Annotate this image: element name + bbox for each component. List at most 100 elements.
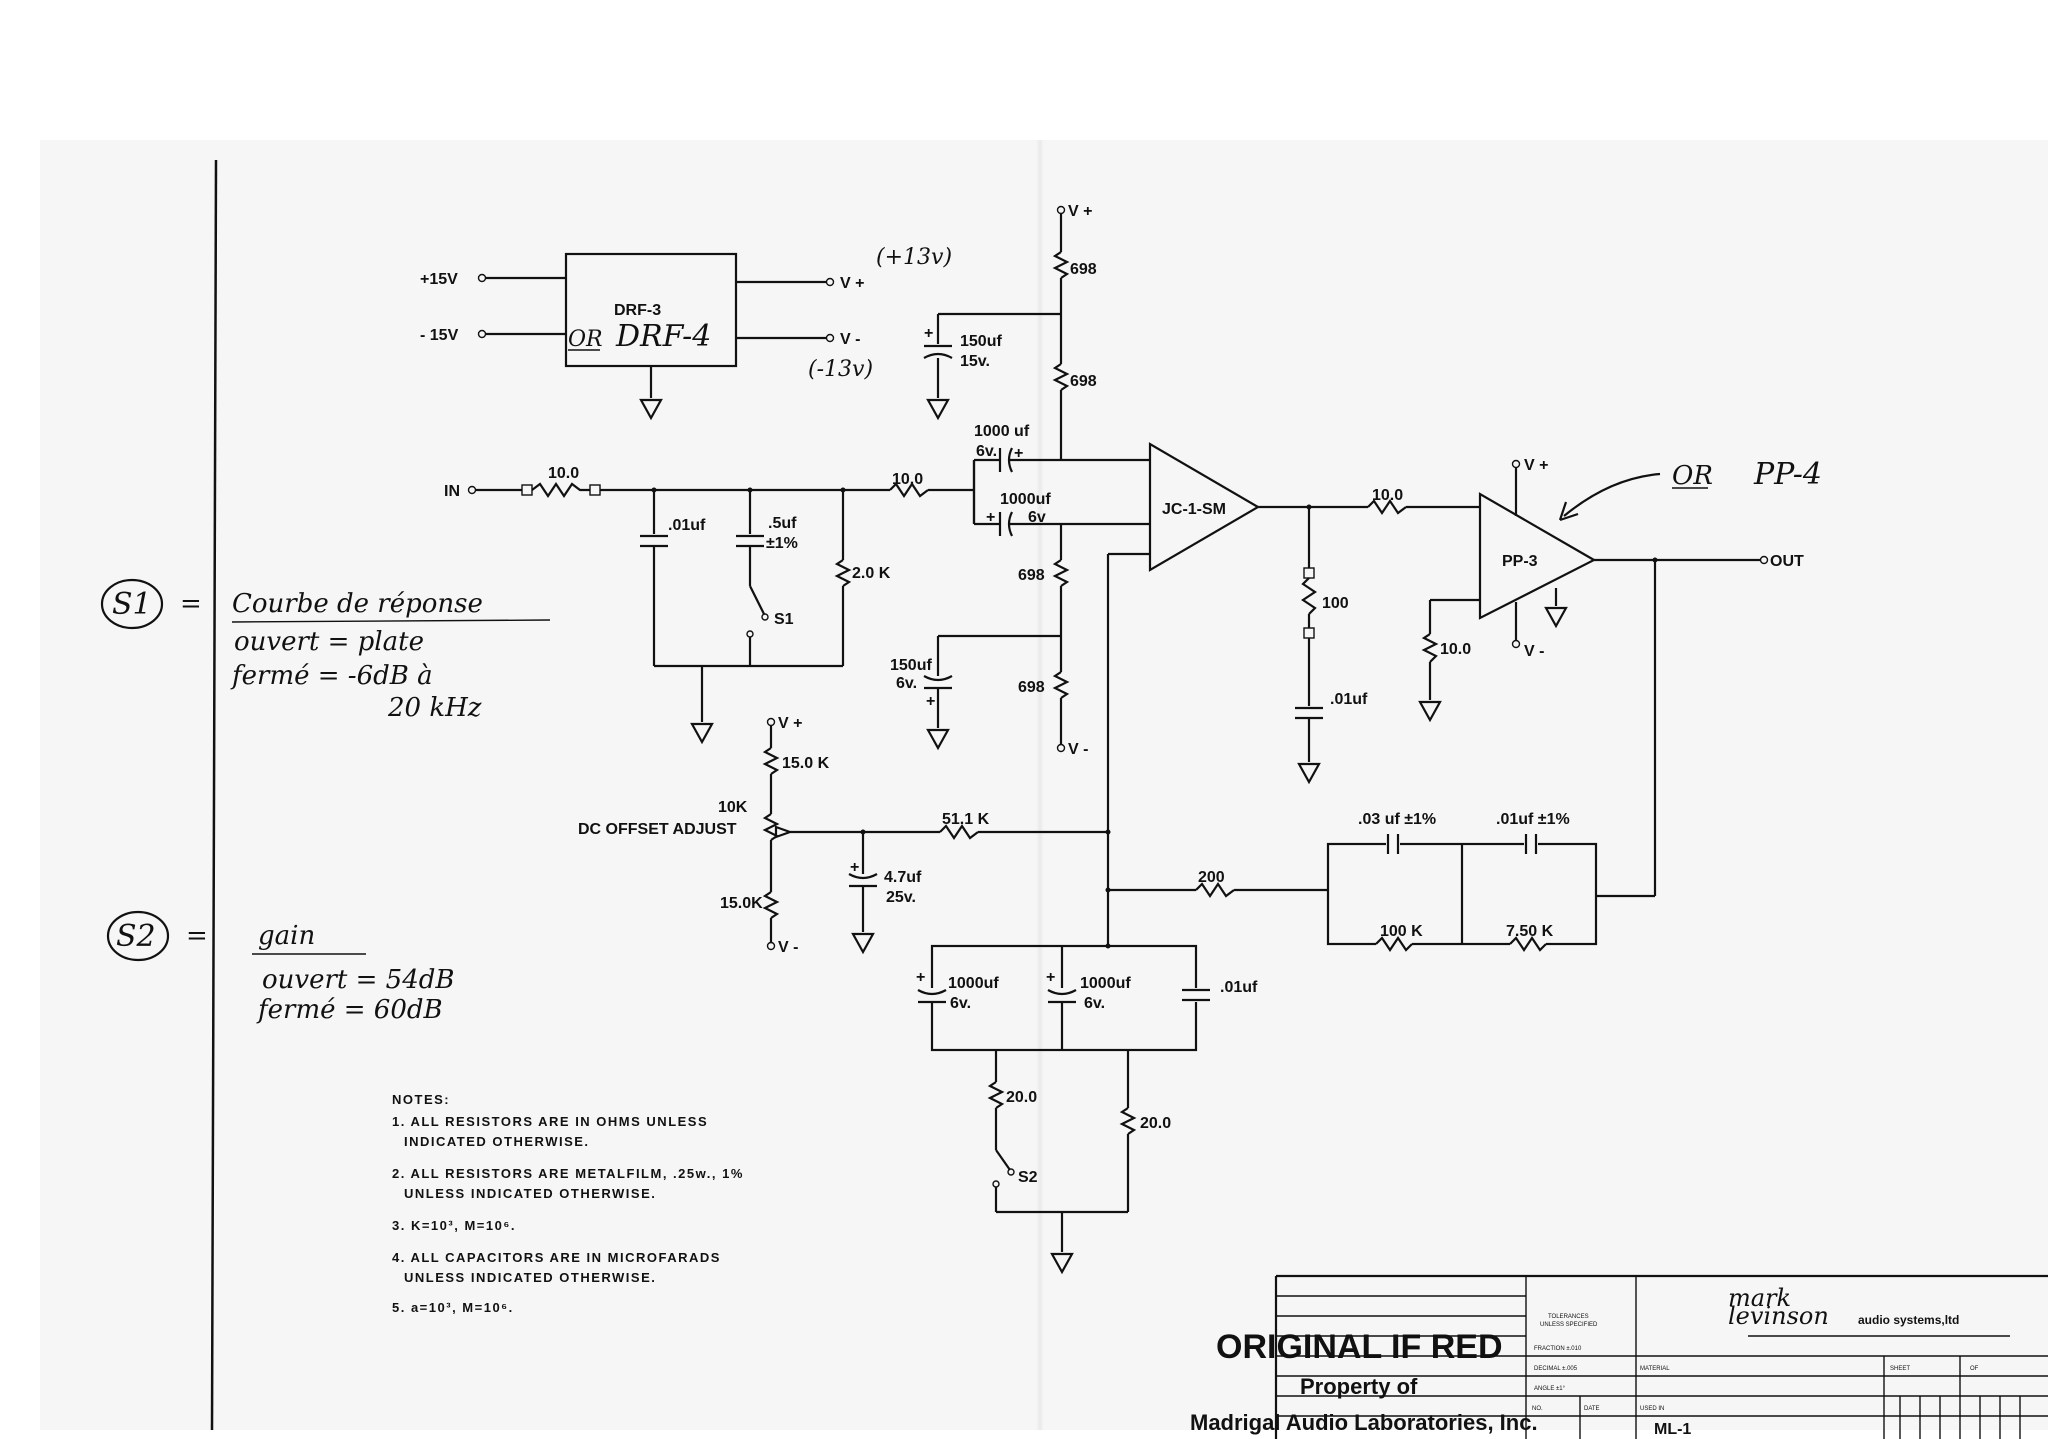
notes-title: NOTES:: [392, 1092, 450, 1107]
vplus-top-label: V +: [1068, 203, 1092, 220]
jc1-opamp: JC-1-SM 10.0 100 .01uf: [1106, 442, 1480, 946]
r20a-label: 20.0: [1006, 1089, 1037, 1106]
note-2b: UNLESS INDICATED OTHERWISE.: [404, 1186, 656, 1201]
c1000a-label: 1000 uf: [974, 423, 1030, 440]
neg-15v-label: - 15V: [420, 327, 459, 344]
c1000d-voltage: 6v.: [1084, 995, 1105, 1012]
gain-network: + 1000uf 6v. + 1000uf 6v. .01uf 20.0 S2 …: [916, 943, 1258, 1275]
r200-label: 200: [1198, 869, 1225, 886]
vplus-note: (+13v): [876, 245, 952, 270]
sheet-border-line: [210, 159, 218, 1431]
tb-of: OF: [1970, 1366, 1979, 1372]
r698-3-label: 698: [1018, 567, 1045, 584]
c1000c-voltage: 6v.: [950, 995, 971, 1012]
tb-angle: ANGLE ±1°: [1534, 1386, 1566, 1392]
c01uf-out-label: .01uf: [1330, 691, 1368, 708]
s2-label: S2: [1018, 1169, 1038, 1186]
hw-s1-title: Courbe de réponse: [232, 589, 483, 619]
c5uf-tolerance: ±1%: [766, 535, 798, 552]
ground-symbol: [639, 398, 663, 421]
supply-regulator: +15V - 15V DRF-3 OR DRF-4 V + V - (+13v)…: [420, 245, 952, 421]
c150uf-top-voltage: 15v.: [960, 353, 990, 370]
svg-text:+: +: [926, 693, 935, 710]
vminus-note: (-13v): [808, 357, 873, 382]
paper-fold: [1036, 140, 1044, 1430]
jc1-label: JC-1-SM: [1162, 501, 1226, 518]
svg-text:+: +: [850, 859, 859, 876]
hw-s2-open: ouvert = 54dB: [262, 965, 455, 995]
c1000c-label: 1000uf: [948, 975, 999, 992]
svg-text:+: +: [986, 509, 995, 526]
c1000b-label: 1000uf: [1000, 491, 1051, 508]
or-label: OR: [568, 327, 603, 352]
c1000b-voltage: 6v: [1028, 509, 1046, 526]
r511k-label: 51.1 K: [942, 811, 990, 828]
hw-s2-eq: =: [186, 921, 208, 951]
drf3-label: DRF-3: [614, 302, 661, 319]
r698-1-label: 698: [1070, 261, 1097, 278]
r698-4-label: 698: [1018, 679, 1045, 696]
c47uf-label: 4.7uf: [884, 869, 922, 886]
stamp-property: Property of: [1300, 1374, 1418, 1399]
notes-block: NOTES: 1. ALL RESISTORS ARE IN OHMS UNLE…: [392, 1092, 744, 1315]
vminus-out-label: V -: [840, 331, 860, 348]
offset-adjust-label: DC OFFSET ADJUST: [578, 821, 737, 838]
c150uf-bot-label: 150uf: [890, 657, 932, 674]
offset-vminus-label: V -: [778, 939, 798, 956]
note-1b: INDICATED OTHERWISE.: [404, 1134, 590, 1149]
c01uf-gnd-label: .01uf: [1220, 979, 1258, 996]
hw-s1-eq: =: [180, 589, 202, 619]
drf4-label: DRF-4: [615, 319, 711, 354]
tb-used-in: USED IN: [1640, 1406, 1664, 1412]
tb-fraction: FRACTION ±.010: [1534, 1346, 1582, 1352]
title-block: ORIGINAL IF RED Property of Madrigal Aud…: [1190, 1274, 2048, 1439]
c150uf-top-label: 150uf: [960, 333, 1002, 350]
pp3-label: PP-3: [1502, 553, 1538, 570]
svg-text:+: +: [916, 969, 925, 986]
pos-15v-label: +15V: [420, 271, 458, 288]
s1-label: S1: [774, 611, 794, 628]
stamp-original: ORIGINAL IF RED: [1216, 1328, 1503, 1366]
tb-brand-2: levinson: [1728, 1302, 1829, 1330]
arrow-to-pp3: [1563, 472, 1661, 517]
hw-s1-closed2: 20 kHz: [387, 693, 482, 723]
tb-date: DATE: [1584, 1406, 1600, 1412]
tb-sheet: SHEET: [1890, 1366, 1910, 1372]
vplus-out-label: V +: [840, 275, 864, 292]
stamp-owner: Madrigal Audio Laboratories, Inc.: [1190, 1410, 1538, 1435]
or-pp-label: OR: [1672, 461, 1713, 491]
r2k-label: 2.0 K: [852, 565, 891, 582]
tb-brand-sub: audio systems,ltd: [1858, 1313, 1959, 1327]
offset-pot-label: 10K: [718, 799, 748, 816]
pp4-label: PP-4: [1753, 457, 1822, 492]
out-label: OUT: [1770, 553, 1804, 570]
offset-vplus-label: V +: [778, 715, 802, 732]
hw-s2-label: S2: [116, 919, 156, 954]
vminus-mid-label: V -: [1068, 741, 1088, 758]
pp3-opamp: PP-3 V + V - 10.0 OUT OR PP-4: [1418, 457, 1822, 898]
r-pp-label: 10.0: [1440, 641, 1471, 658]
note-4b: UNLESS INDICATED OTHERWISE.: [404, 1270, 656, 1285]
tb-material: MATERIAL: [1640, 1366, 1670, 1372]
c03uf-label: .03 uf ±1%: [1358, 811, 1436, 828]
c01uf-fb-label: .01uf ±1%: [1496, 811, 1570, 828]
r-out1-label: 10.0: [1372, 487, 1403, 504]
hw-s2-title: gain: [258, 921, 315, 951]
svg-text:+: +: [1046, 969, 1055, 986]
c150uf-bot-voltage: 6v.: [896, 675, 917, 692]
note-2a: 2. ALL RESISTORS ARE METALFILM, .25w., 1…: [392, 1166, 744, 1181]
r750k-label: 7.50 K: [1506, 923, 1554, 940]
tb-tol1: TOLERANCES: [1548, 1314, 1589, 1320]
r-in2-label: 10.0: [892, 471, 923, 488]
c1000a-voltage: 6v.: [976, 443, 997, 460]
hw-s1-closed: fermé = -6dB à: [230, 661, 433, 691]
offset-r2-label: 15.0K: [720, 895, 763, 912]
tb-no: NO.: [1532, 1406, 1543, 1412]
pp-vplus-label: V +: [1524, 457, 1548, 474]
svg-text:+: +: [924, 325, 933, 342]
c01uf-in-label: .01uf: [668, 517, 706, 534]
c47uf-voltage: 25v.: [886, 889, 916, 906]
offset-r1-label: 15.0 K: [782, 755, 830, 772]
tb-brand-1: mark: [1728, 1284, 1791, 1312]
